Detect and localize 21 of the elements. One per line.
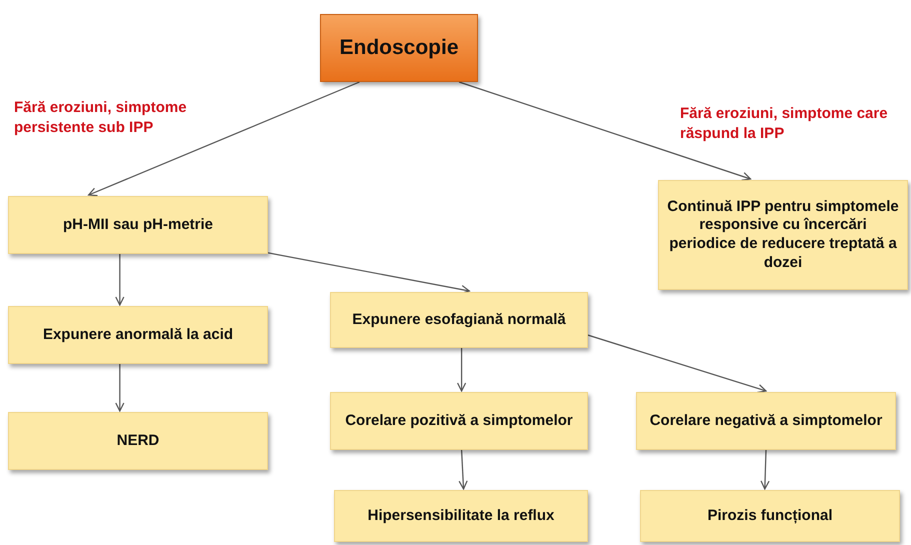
process-box: Corelare negativă a simptomelor xyxy=(636,392,896,450)
arrow xyxy=(115,364,124,412)
arrow xyxy=(458,81,752,181)
process-box: Expunere esofagiană normală xyxy=(330,292,588,348)
arrow xyxy=(115,254,124,306)
arrow xyxy=(456,348,466,392)
process-box: Expunere anormală la acid xyxy=(8,306,268,364)
process-box: Endoscopie xyxy=(320,14,478,82)
process-box: pH-MII sau pH-metrie xyxy=(8,196,268,254)
edge-label: Fără eroziuni, simptome persistente sub IPP xyxy=(14,98,188,137)
process-box: Pirozis funcțional xyxy=(640,490,900,542)
arrow xyxy=(588,334,767,394)
process-box: Hipersensibilitate la reflux xyxy=(334,490,588,542)
process-box: Continuă IPP pentru simptomele responsive cu încercări periodice de reducere treptată a dozei xyxy=(658,180,908,290)
arrow xyxy=(88,81,360,196)
process-box: NERD xyxy=(8,412,268,470)
arrow xyxy=(760,450,770,490)
arrow xyxy=(458,450,468,490)
process-box: Corelare pozitivă a simptomelor xyxy=(330,392,588,450)
edge-label: Fără eroziuni, simptome care răspund la IPP xyxy=(680,104,889,143)
arrow xyxy=(268,252,470,294)
